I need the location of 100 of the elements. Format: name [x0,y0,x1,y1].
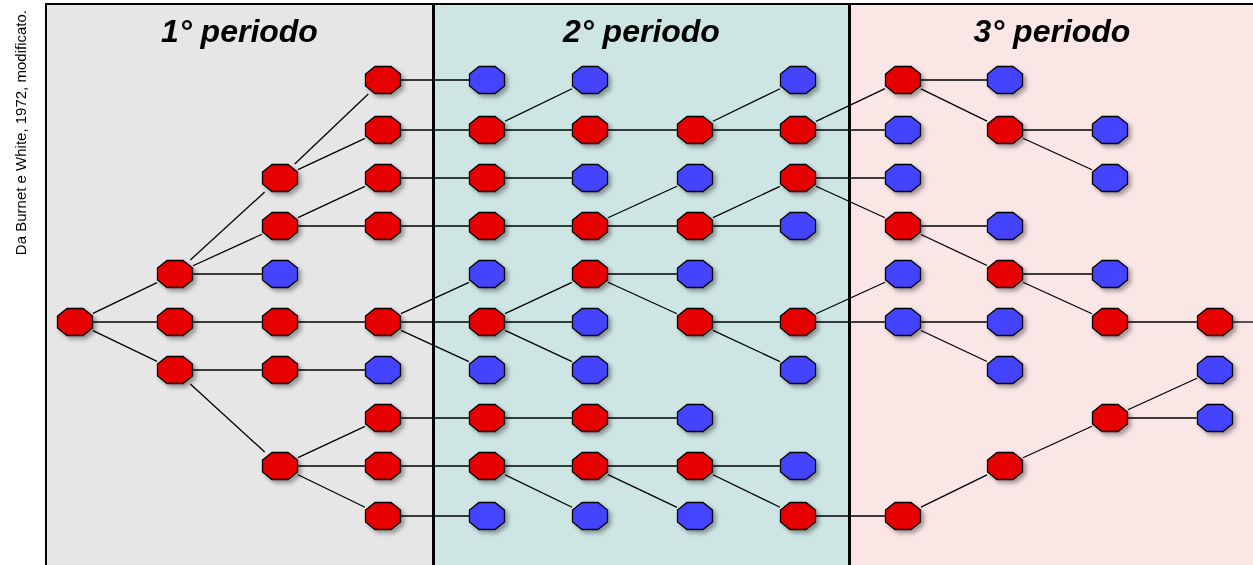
octagon-marker [885,116,921,144]
connector-line [297,425,366,459]
connector-line [400,515,470,517]
band-title: 2° periodo [563,13,720,50]
octagon-marker [262,356,298,384]
octagon-marker [469,116,505,144]
connector-line [297,137,366,171]
connector-line [504,129,573,131]
connector-line [400,281,470,315]
octagon-marker [572,66,608,94]
octagon-marker [365,404,401,432]
octagon-marker [469,308,505,336]
connector-line [400,225,470,227]
connector-line [504,281,573,315]
connector-line [607,473,678,509]
connector-line [297,225,366,227]
connector-line [1127,377,1198,411]
octagon-marker [365,66,401,94]
connector-line [1232,321,1253,323]
connector-line [504,88,573,122]
connector-line [607,185,678,219]
octagon-marker [572,164,608,192]
octagon-marker [885,212,921,240]
octagon-marker [1092,404,1128,432]
connector-line [1022,425,1093,459]
octagon-marker [780,502,816,530]
octagon-marker [365,164,401,192]
octagon-marker [262,452,298,480]
connector-line [712,474,781,508]
connector-line [712,88,781,122]
connector-line [712,225,781,227]
octagon-marker [885,308,921,336]
octagon-marker [1092,164,1128,192]
octagon-marker [885,260,921,288]
octagon-marker [469,212,505,240]
connector-line [815,281,886,315]
connector-line [189,191,266,261]
connector-line [504,225,573,227]
connector-line [920,79,988,81]
period-band [848,3,1253,565]
octagon-marker [885,66,921,94]
octagon-marker [987,116,1023,144]
octagon-marker [987,212,1023,240]
period-band [432,3,848,565]
octagon-marker [572,308,608,336]
connector-line [607,225,678,227]
octagon-marker [365,356,401,384]
connector-line [815,185,886,219]
octagon-marker [677,116,713,144]
connector-line [712,185,781,219]
connector-line [920,329,988,363]
octagon-marker [1092,308,1128,336]
octagon-marker [365,452,401,480]
octagon-marker [262,308,298,336]
octagon-marker [469,164,505,192]
octagon-marker [157,356,193,384]
connector-line [504,474,573,508]
connector-line [1022,281,1093,315]
octagon-marker [677,452,713,480]
octagon-marker [157,308,193,336]
connector-line [92,282,158,314]
connector-line [189,383,266,453]
connector-line [504,177,573,179]
connector-line [607,273,678,275]
connector-line [400,177,470,179]
octagon-marker [365,116,401,144]
octagon-marker [365,502,401,530]
octagon-marker [677,212,713,240]
octagon-marker [572,452,608,480]
connector-line [92,321,158,323]
connector-line [1022,273,1093,275]
connector-line [712,129,781,131]
connector-line [815,515,886,517]
octagon-marker [780,66,816,94]
connector-line [297,321,366,323]
octagon-marker [1197,308,1233,336]
octagon-marker [157,260,193,288]
octagon-marker [780,308,816,336]
connector-line [297,185,366,219]
octagon-marker [780,212,816,240]
octagon-marker [677,164,713,192]
connector-line [920,474,988,508]
connector-line [1127,417,1198,419]
octagon-marker [469,356,505,384]
octagon-marker [677,260,713,288]
octagon-marker [677,502,713,530]
connector-line [294,93,369,165]
octagon-marker [57,308,93,336]
octagon-marker [780,116,816,144]
octagon-marker [987,308,1023,336]
octagon-marker [469,452,505,480]
connector-line [504,321,573,323]
octagon-marker [469,260,505,288]
period-band [45,3,432,565]
octagon-marker [1092,116,1128,144]
connector-line [920,321,988,323]
connector-line [1022,129,1093,131]
octagon-marker [365,212,401,240]
octagon-marker [262,212,298,240]
octagon-marker [780,356,816,384]
